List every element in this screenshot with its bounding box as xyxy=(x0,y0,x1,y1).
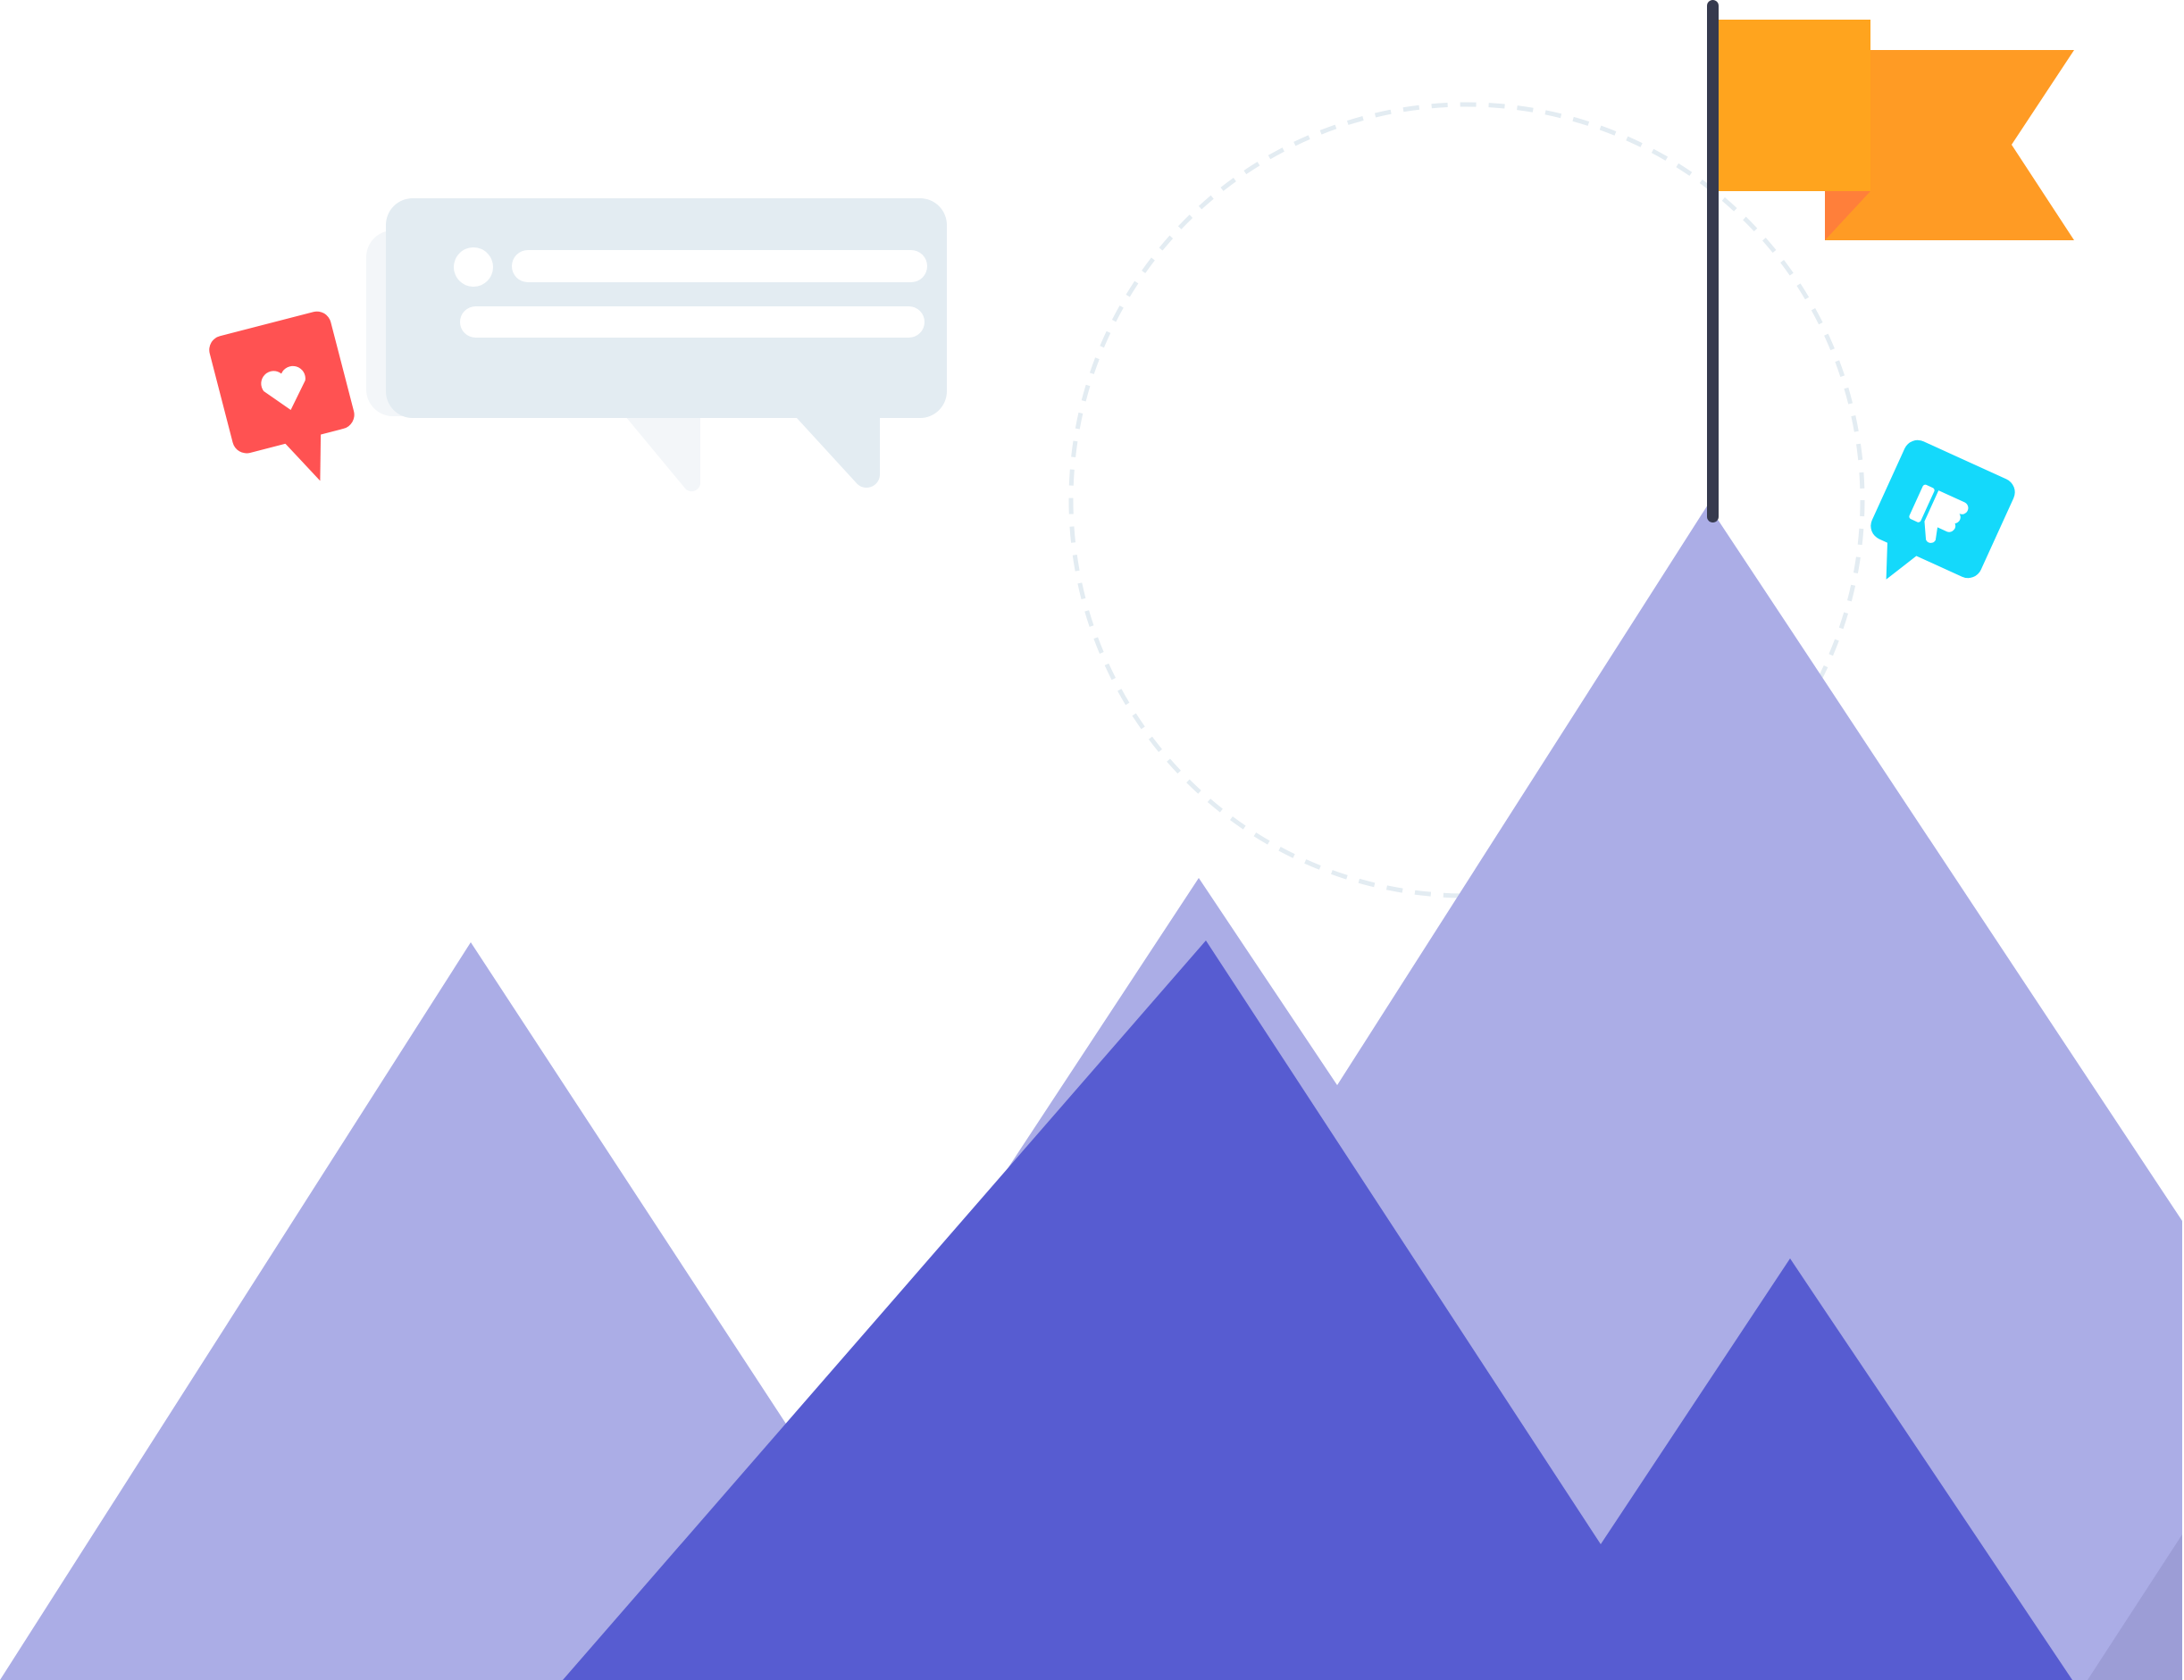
mountain-front xyxy=(563,940,2072,1680)
mountain-shadow xyxy=(2088,1534,2182,1680)
flag-icon xyxy=(1707,0,2074,522)
dashed-circle xyxy=(1068,102,1865,899)
heart-icon xyxy=(209,311,355,481)
chat-bubble-icon xyxy=(366,198,947,492)
thumbs-down-icon xyxy=(1870,439,2015,580)
flag-pole xyxy=(1707,0,1719,522)
